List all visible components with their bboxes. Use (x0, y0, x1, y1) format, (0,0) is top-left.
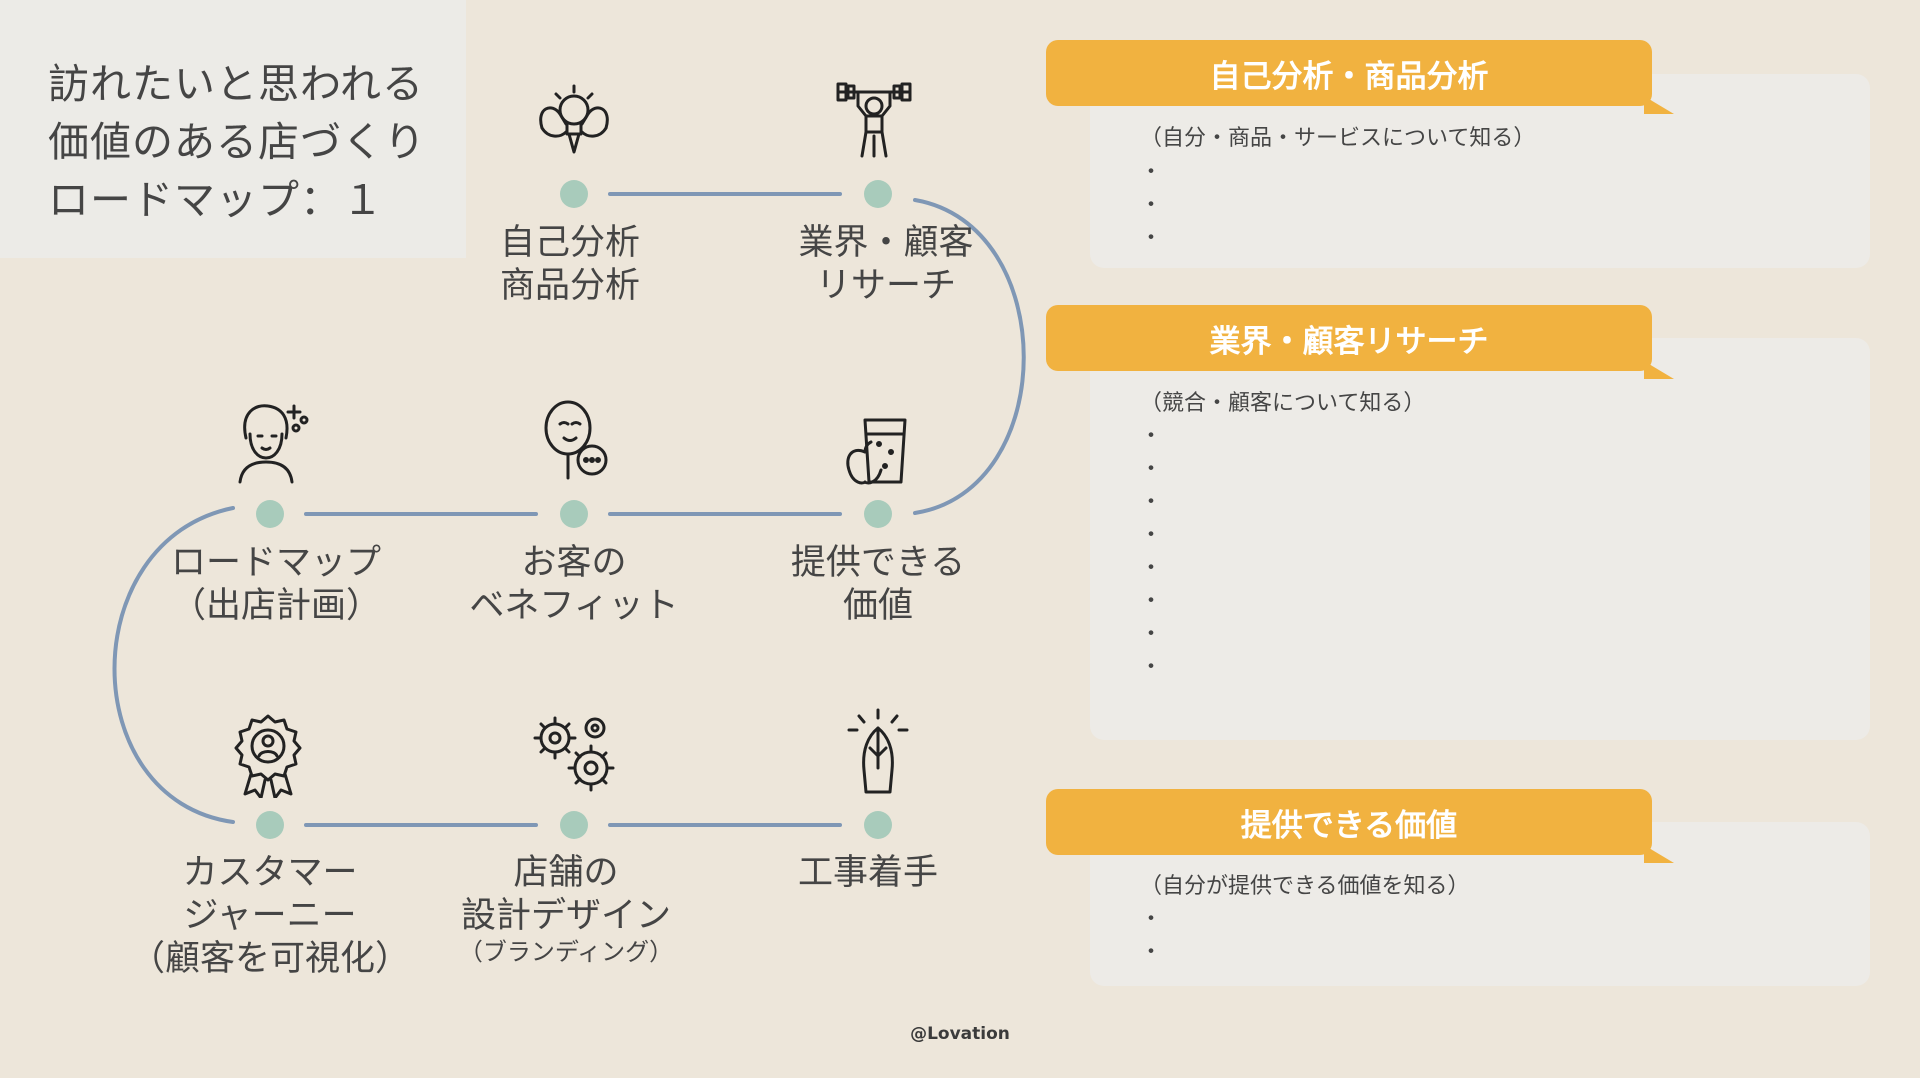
title-line-1: 訪れたいと思われる (48, 60, 424, 108)
bullet: ・ (1140, 940, 1163, 965)
node-dot-4 (560, 500, 588, 528)
node-dot-8 (864, 811, 892, 839)
node-dot-2 (864, 180, 892, 208)
drink-fruit-icon (846, 418, 907, 485)
node-label-roadmap: ロードマップ（出店計画） (170, 543, 382, 626)
bullet: ・ (1140, 193, 1163, 218)
connector-5-6 (112, 506, 235, 824)
award-badge-icon (234, 714, 302, 798)
node-label-value: 提供できる価値 (790, 543, 966, 626)
title-box: 訪れたいと思われる 価値のある店づくり ロードマップ：１ (0, 0, 466, 258)
title-line-3: ロードマップ：１ (48, 176, 384, 224)
node-label-store-design: 店舗の設計デザイン（ブランディング） (458, 853, 674, 966)
bullet: ・ (1140, 622, 1163, 647)
node-dot-5 (256, 500, 284, 528)
node-dot-7 (560, 811, 588, 839)
panel-self-analysis (1090, 74, 1870, 268)
panel-sub-self-analysis: （自分・商品・サービスについて知る） (1140, 126, 1536, 151)
hands-together-icon (847, 708, 909, 794)
bullet: ・ (1140, 490, 1163, 515)
node-label-customer-journey: カスタマージャーニー（顧客を可視化） (129, 853, 411, 979)
panel-industry-research (1090, 338, 1870, 740)
bullet: ・ (1140, 160, 1163, 185)
bullet: ・ (1140, 457, 1163, 482)
node-label-construction: 工事着手 (797, 853, 939, 893)
weightlifter-icon (836, 82, 912, 158)
bullet: ・ (1140, 424, 1163, 449)
panel-header-self-analysis: 自己分析・商品分析 (1046, 40, 1674, 114)
bullet: ・ (1140, 589, 1163, 614)
panel-header-industry-research: 業界・顧客リサーチ (1046, 305, 1674, 379)
credit: @Lovation (910, 1024, 1010, 1044)
node-label-industry-research: 業界・顧客リサーチ (798, 223, 974, 306)
bullet: ・ (1140, 226, 1163, 251)
connector-2-3 (913, 198, 1026, 515)
panel-sub-industry-research: （競合・顧客について知る） (1140, 391, 1426, 416)
title-line-2: 価値のある店づくり (48, 118, 426, 166)
bullet: ・ (1140, 655, 1163, 680)
panel-sub-value: （自分が提供できる価値を知る） (1140, 874, 1470, 899)
bullet: ・ (1140, 907, 1163, 932)
node-label-self-analysis: 自己分析商品分析 (499, 223, 641, 306)
panel-header-value: 提供できる価値 (1046, 789, 1674, 863)
bullet: ・ (1140, 523, 1163, 548)
gears-icon (533, 716, 615, 792)
node-dot-6 (256, 811, 284, 839)
mirror-chat-icon (544, 400, 608, 480)
node-dot-3 (864, 500, 892, 528)
node-label-customer-benefit: お客のベネフィット (469, 543, 679, 626)
lightbulb-muscle-icon (539, 84, 609, 154)
bullet: ・ (1140, 556, 1163, 581)
woman-sparkle-icon (238, 404, 309, 484)
node-dot-1 (560, 180, 588, 208)
